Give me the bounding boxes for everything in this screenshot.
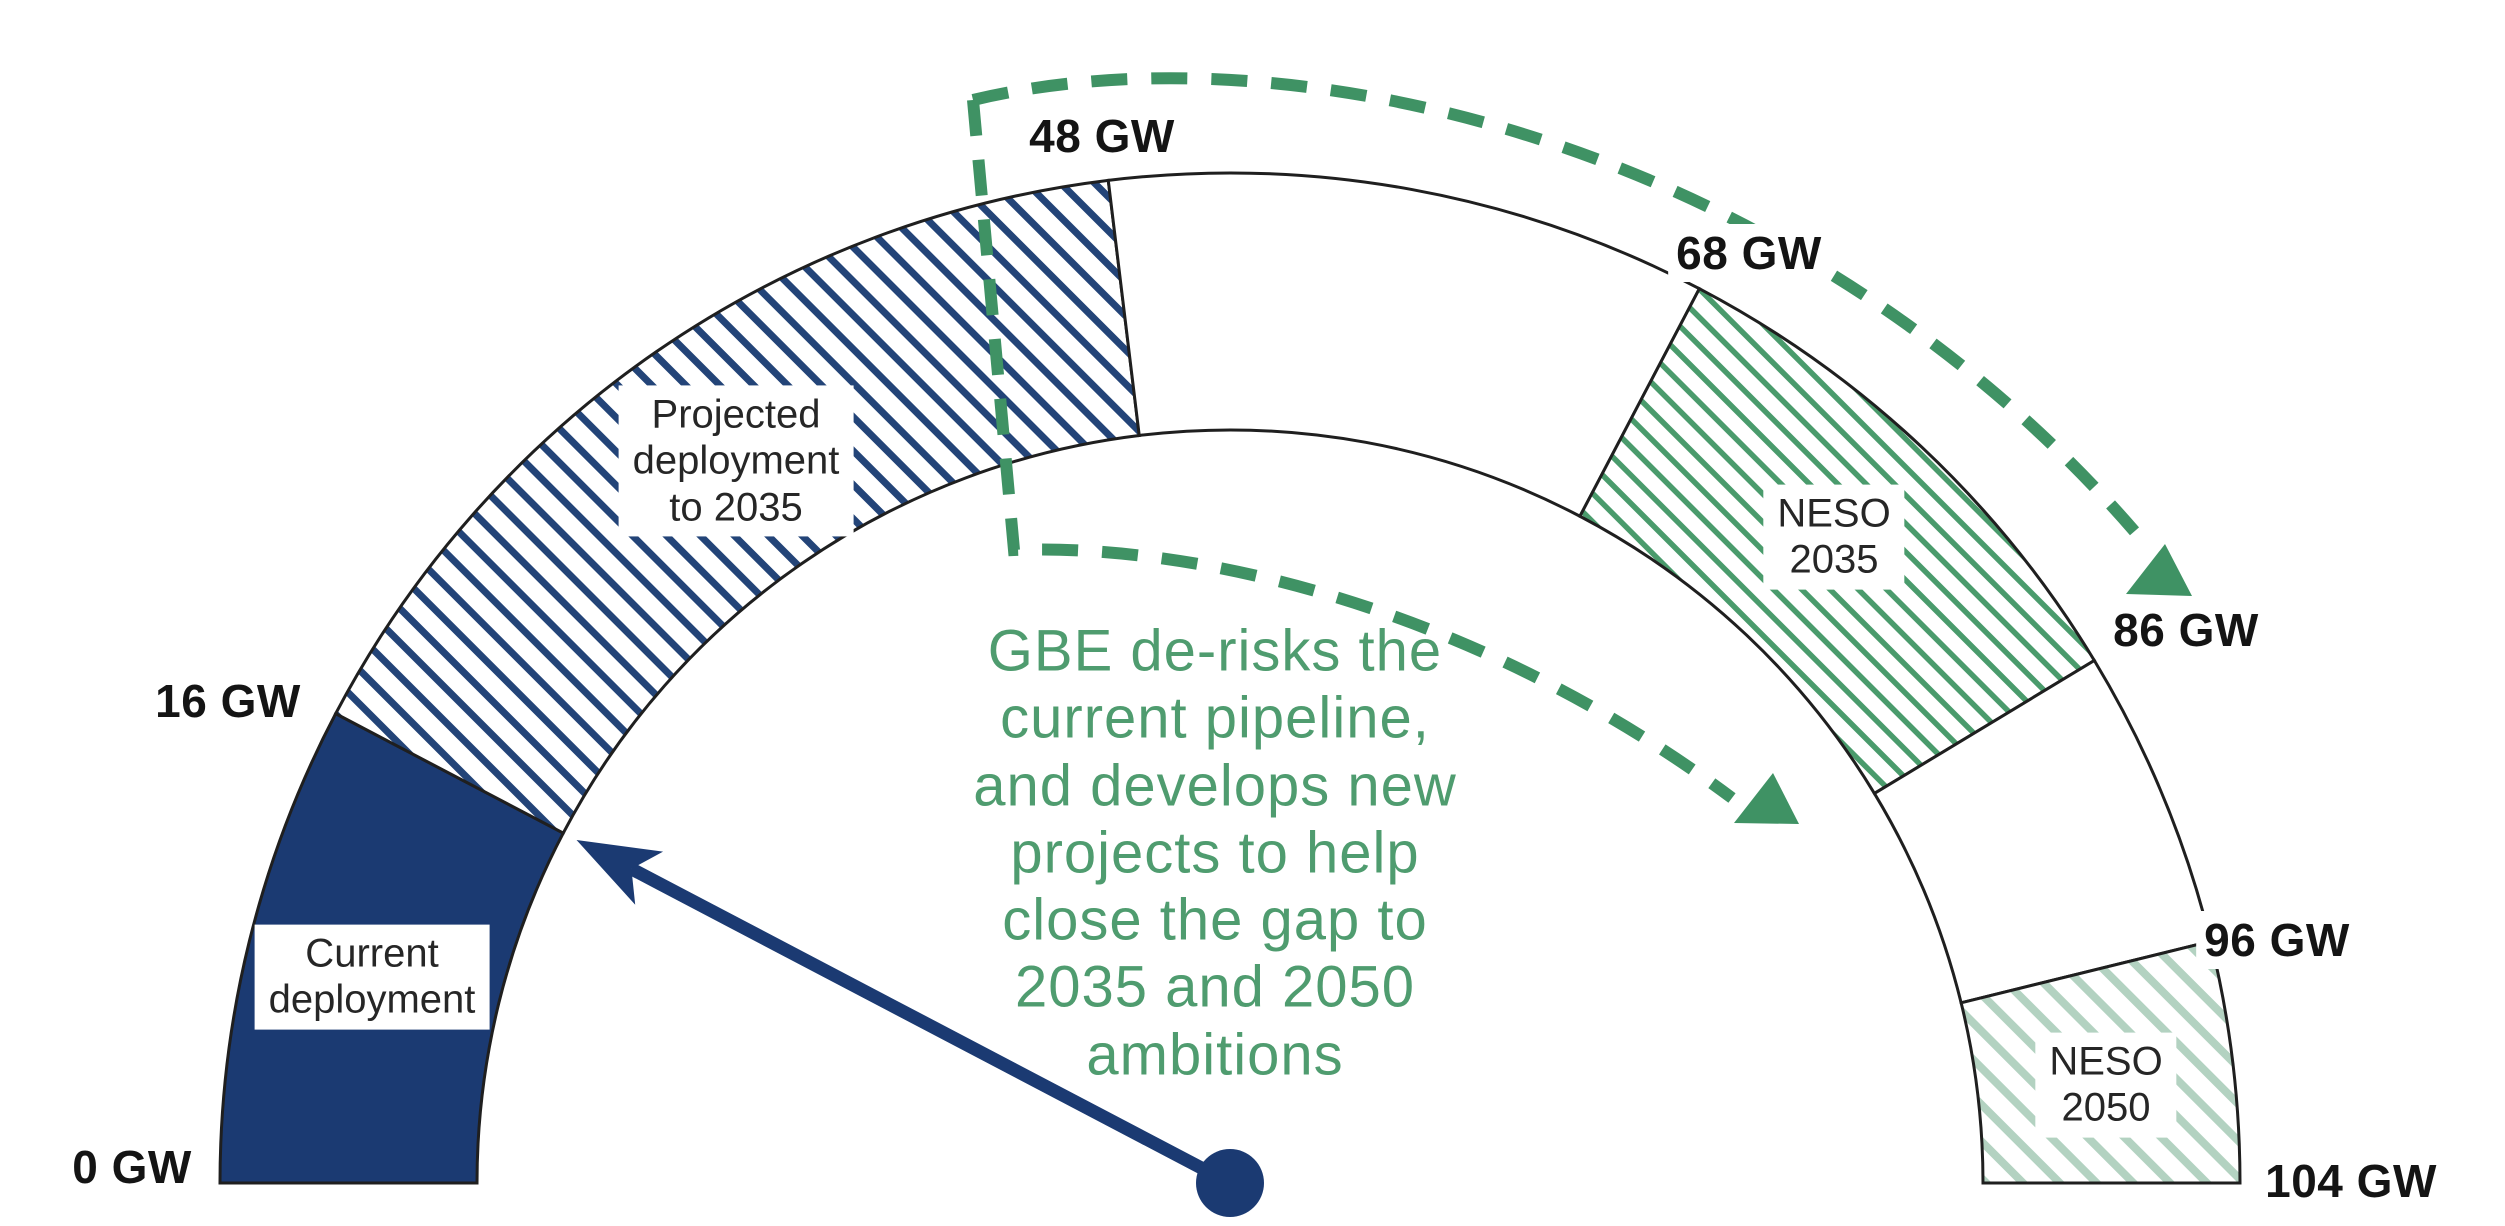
- gap-arrow-inner-dashed-line: [967, 99, 1736, 803]
- segment-label-projected-to-2035: Projected deployment to 2035: [618, 385, 854, 537]
- segment-label-neso-2050: NESO 2050: [2035, 1032, 2177, 1138]
- tick-label-86gw: 86 GW: [2105, 601, 2267, 659]
- tick-label-48gw: 48 GW: [1021, 107, 1183, 165]
- tick-label-104gw: 104 GW: [2257, 1152, 2445, 1210]
- segment-label-neso-2035: NESO 2035: [1763, 484, 1905, 590]
- gap-arrow-inner-arrowhead-icon: [1734, 773, 1799, 824]
- tick-label-0gw: 0 GW: [64, 1138, 200, 1196]
- segment-label-current-deployment: Current deployment: [254, 924, 490, 1030]
- needle-pivot: [1196, 1149, 1264, 1217]
- tick-label-16gw: 16 GW: [147, 672, 309, 730]
- needle-arrowhead-icon: [576, 840, 664, 905]
- needle-shaft: [628, 863, 1234, 1189]
- gap-arrow-outer-dashed-line: [971, 72, 2147, 544]
- tick-label-96gw: 96 GW: [2196, 911, 2358, 969]
- tick-label-68gw: 68 GW: [1668, 224, 1830, 282]
- center-annotation: GBE de-risks the current pipeline, and d…: [973, 618, 1457, 1088]
- gap-arrow-outer-arrowhead-icon: [2126, 544, 2192, 596]
